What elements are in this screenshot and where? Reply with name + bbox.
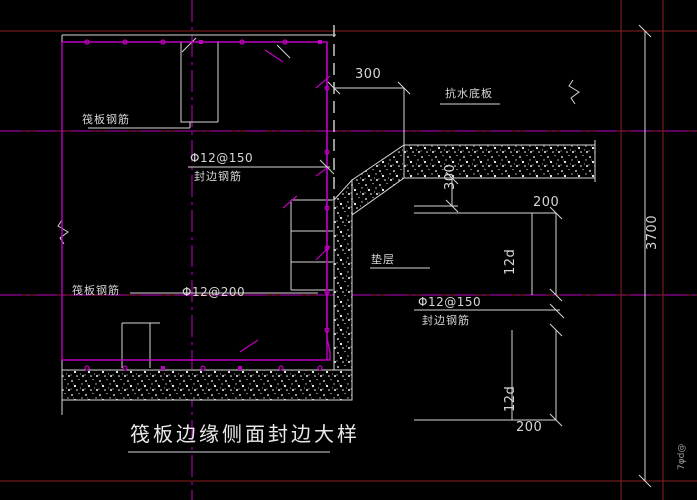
dimension-vertical-300: 300	[443, 163, 458, 190]
label-cushion-layer: 垫层	[371, 253, 395, 266]
rebar-section-dots	[84, 39, 331, 371]
label-bottom-slab-rebar: 筏板钢筋	[72, 284, 120, 297]
dimension-upper-200: 200	[533, 195, 560, 210]
rebar-cage	[61, 41, 331, 361]
cushion-layer-concrete	[61, 144, 596, 401]
dimension-lower-12d: 12d	[503, 385, 518, 412]
label-edge-rebar-spec-right: Φ12@150	[418, 295, 482, 309]
dimension-lower-200: 200	[516, 420, 543, 435]
dimension-upper-12d: 12d	[503, 248, 518, 275]
dimension-top-300: 300	[355, 67, 382, 82]
dimension-lines	[327, 24, 652, 488]
drawing-title: 筏板边缘侧面封边大样	[130, 422, 360, 446]
label-leaders	[88, 103, 500, 453]
label-edge-rebar-name-top: 封边钢筋	[194, 170, 242, 183]
dimension-right-3700: 3700	[645, 214, 660, 250]
label-top-slab-rebar: 筏板钢筋	[82, 113, 130, 126]
label-bottom-rebar-spec: Φ12@200	[182, 285, 246, 299]
slab-outline	[57, 34, 596, 415]
label-edge-rebar-name-right: 封边钢筋	[422, 314, 470, 327]
label-edge-rebar-spec-top: Φ12@150	[190, 151, 254, 165]
label-water-slab: 抗水底板	[445, 87, 493, 100]
corner-annotation: 7φd@	[677, 443, 687, 470]
